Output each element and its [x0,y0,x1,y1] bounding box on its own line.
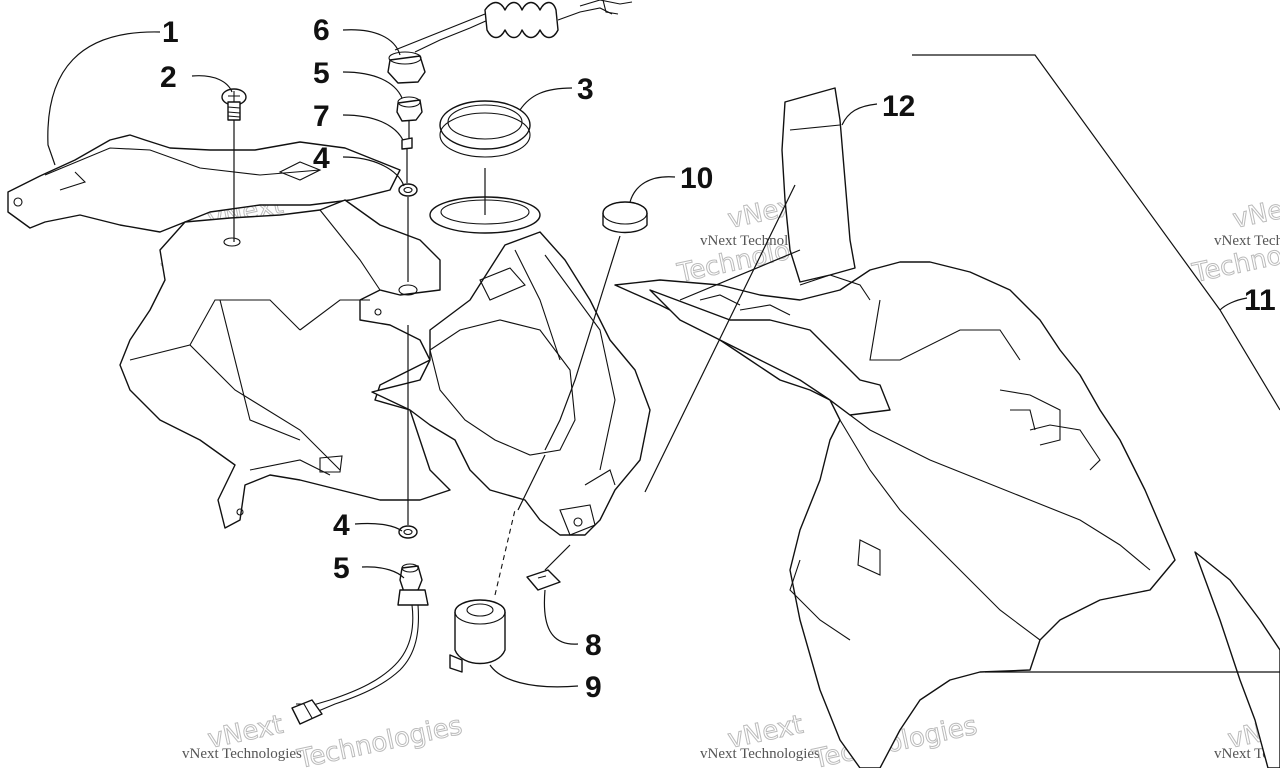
center-console [371,231,651,536]
bolt-part-2 [221,88,247,242]
plug-part-10 [544,201,648,451]
svg-text:vNext Technologies: vNext Technologies [700,746,820,762]
svg-text:vNext: vNext [1230,190,1280,235]
svg-text:Technologies: Technologies [294,711,465,768]
washer-part-4-top [398,183,418,197]
svg-text:vNext Technologies: vNext Technologies [182,746,302,762]
callout-labels: 1 2 6 5 7 4 3 10 12 11 4 5 8 9 [160,14,1276,704]
callout-5-top: 5 [313,57,330,90]
screw-part-7 [401,137,413,183]
ring-part-3 [439,100,531,215]
part-11-reference-lines [644,54,1280,673]
callout-10: 10 [680,162,713,195]
watermark-4: vNext vNext Technologies Technologies [182,709,465,768]
windshield-panel [781,87,856,283]
lower-right-panel [1194,551,1280,768]
grommet-part-5-top [396,96,423,138]
callout-4-bottom: 4 [333,509,350,542]
callout-5-bottom: 5 [333,552,350,585]
svg-text:vNext Technologies: vNext Technologies [1214,233,1280,249]
callout-4-top: 4 [313,142,330,175]
callout-2: 2 [160,61,177,94]
callout-7: 7 [313,100,330,133]
callout-8: 8 [585,629,602,662]
clip-part-8 [526,544,571,591]
callout-11: 11 [1244,284,1276,317]
tether-cap-part-6 [387,0,633,84]
right-side-panel [614,261,1176,768]
callout-leaders [47,29,1248,688]
left-console-shroud [7,134,541,529]
callout-1: 1 [162,16,179,49]
connector-part-9 [449,454,546,673]
callout-3: 3 [577,73,594,106]
callout-6: 6 [313,14,330,47]
callout-12: 12 [882,90,915,123]
washer-part-4-bottom [398,525,418,539]
callout-9: 9 [585,671,602,704]
watermark-3: vNext vNext Technologies Technologies [1189,189,1280,289]
sensor-part-5-bottom [291,563,429,725]
